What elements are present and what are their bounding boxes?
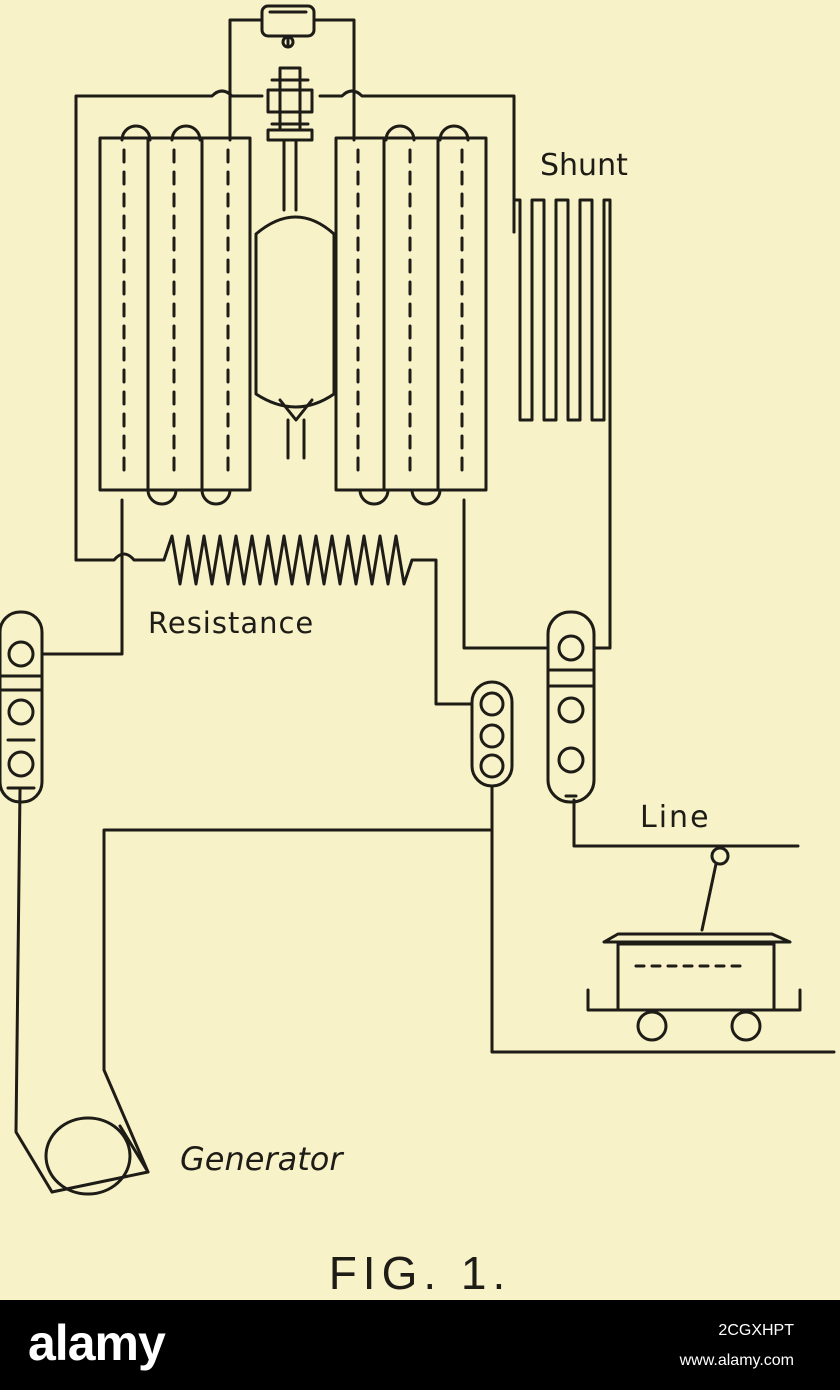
- right-coil: [334, 124, 488, 506]
- left-coil-lead: [40, 498, 124, 656]
- right-coil-lead: [462, 498, 548, 650]
- watermark-footer: alamy 2CGXHPT www.alamy.com: [0, 1300, 840, 1390]
- right-terminal: [546, 610, 596, 804]
- generator-symbol: [14, 788, 150, 1196]
- solenoid: [266, 66, 314, 212]
- top-wire-left: [74, 89, 264, 562]
- trolley-car: [586, 846, 802, 1042]
- resistance-coil: [74, 534, 474, 706]
- figure-caption: FIG. 1.: [328, 1247, 512, 1299]
- armature: [254, 215, 336, 460]
- left-terminal: [0, 610, 44, 804]
- shunt-coil: [512, 198, 612, 650]
- generator-label: Generator: [180, 1140, 343, 1178]
- top-switch: [260, 4, 316, 49]
- top-wire-right: [318, 89, 516, 234]
- circuit-drawing: [0, 4, 836, 1196]
- footer-url: www.alamy.com: [679, 1352, 794, 1369]
- alamy-logo: alamy: [28, 1315, 166, 1371]
- middle-terminal: [470, 680, 514, 788]
- resistance-label: Resistance: [148, 606, 315, 640]
- return-wire: [490, 784, 836, 1054]
- shunt-label: Shunt: [540, 148, 628, 183]
- line-label: Line: [640, 800, 711, 835]
- circuit-diagram: Shunt Resistance Line Generator FIG. 1.: [0, 4, 836, 1299]
- line-wire: [572, 798, 800, 848]
- image-id: 2CGXHPT: [718, 1322, 794, 1339]
- left-coil: [98, 124, 252, 506]
- switch-wire-left: [228, 18, 264, 142]
- generator-feed: [102, 828, 494, 1174]
- switch-wire-right: [312, 18, 356, 142]
